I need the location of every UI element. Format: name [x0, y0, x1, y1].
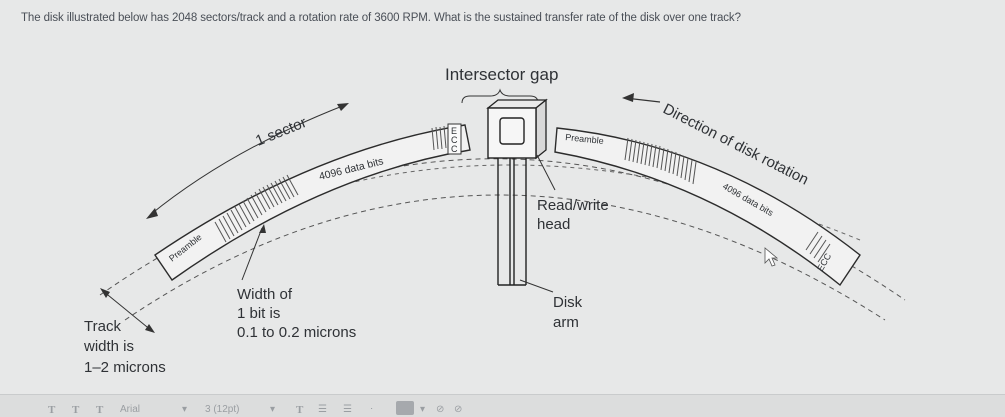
track-width-arrow-head-top — [100, 288, 110, 298]
intersector-gap-bracket — [461, 88, 539, 104]
track-width-arrow-head-bottom — [145, 324, 155, 333]
link-icon[interactable]: ⊘ — [436, 404, 445, 415]
spellcheck-button[interactable] — [396, 401, 414, 415]
text-style-button-3[interactable]: T — [96, 404, 104, 416]
read-write-pointer — [536, 154, 556, 191]
font-size-select[interactable]: 3 (12pt) — [205, 404, 240, 415]
left-data-bit-stripes — [214, 125, 447, 243]
disk-arm — [497, 158, 527, 286]
sector-arrow-head-left — [146, 208, 158, 219]
rotation-arrow-head — [622, 93, 634, 102]
editor-toolbar: T T T Arial ▾ 3 (12pt) ▾ T ☰ ☰ ⋅ ▾ ⊘ ⊘ — [0, 394, 1005, 417]
bit-width-label-line1: Width of — [237, 286, 293, 303]
text-color-button[interactable]: T — [296, 404, 304, 416]
sector-arrow-head-right — [337, 103, 349, 111]
bit-width-label-line2: 1 bit is — [237, 305, 280, 322]
track-width-label-line2: width is — [83, 338, 134, 355]
ecc-letter-2: C — [451, 135, 458, 145]
disk-arm-pointer — [519, 279, 554, 293]
right-data-bit-stripes — [624, 137, 831, 263]
one-sector-label: 1 sector — [253, 114, 309, 150]
font-name-dropdown-icon[interactable]: ▾ — [182, 404, 188, 415]
right-sector-band — [554, 127, 861, 287]
ecc-letter-1: E — [451, 126, 457, 136]
bit-width-arrow-head — [259, 224, 266, 233]
read-write-head-label-line2: head — [537, 216, 570, 233]
ecc-letter-3: C — [451, 144, 458, 154]
bit-width-label-line3: 0.1 to 0.2 microns — [237, 324, 356, 341]
track-width-label-line1: Track — [84, 318, 121, 335]
mouse-cursor-icon — [764, 247, 779, 267]
read-write-head-label-line1: Read/write — [537, 197, 609, 214]
disk-arm-label-line1: Disk — [553, 294, 583, 311]
track-width-arrow — [102, 290, 153, 332]
text-style-button-1[interactable]: T — [48, 404, 56, 416]
spellcheck-dropdown-icon[interactable]: ▾ — [420, 404, 426, 415]
font-name-select[interactable]: Arial — [120, 404, 141, 415]
indent-icon[interactable]: ⋅ — [370, 404, 374, 415]
right-preamble-label: Preamble — [565, 132, 604, 146]
font-size-dropdown-icon[interactable]: ▾ — [270, 404, 276, 415]
intersector-gap-label: Intersector gap — [445, 65, 558, 84]
sector-span-arrow — [149, 104, 346, 216]
bit-width-pointer — [241, 227, 263, 281]
numbered-list-icon[interactable]: ☰ — [343, 404, 352, 415]
unlink-icon[interactable]: ⊘ — [454, 404, 463, 415]
disk-arm-label-line2: arm — [553, 314, 579, 331]
text-style-button-2[interactable]: T — [72, 404, 80, 416]
left-sector-band — [154, 124, 471, 281]
bullet-list-icon[interactable]: ☰ — [318, 404, 327, 415]
track-width-label-line3: 1–2 microns — [84, 359, 166, 376]
read-write-head — [486, 98, 548, 160]
question-text: The disk illustrated below has 2048 sect… — [21, 12, 741, 24]
ecc-box — [447, 123, 462, 155]
